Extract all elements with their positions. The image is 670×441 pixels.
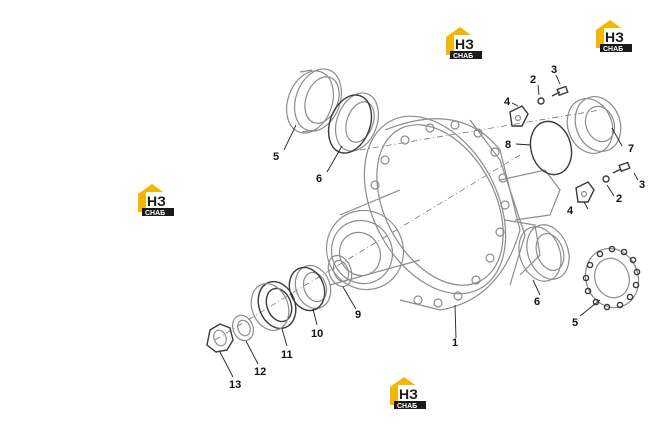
- svg-text:НЗ: НЗ: [455, 36, 474, 52]
- svg-text:СНАБ: СНАБ: [145, 210, 165, 217]
- washer-2-lower: [602, 175, 610, 183]
- svg-text:НЗ: НЗ: [605, 29, 624, 45]
- leader-lines: [219, 74, 639, 378]
- watermark-logo: НЗ СНАБ: [390, 377, 426, 410]
- callout-3: 3: [551, 64, 557, 76]
- bearing-5-upper: [286, 68, 342, 134]
- callout-6: 6: [534, 296, 540, 308]
- svg-text:СНАБ: СНАБ: [397, 403, 417, 410]
- washer-2-upper: [537, 97, 545, 105]
- watermark-logo: НЗ СНАБ: [596, 20, 632, 53]
- watermark-logo: НЗ СНАБ: [446, 27, 482, 60]
- bearing-cup-6-lower: [518, 224, 570, 282]
- callout-10: 10: [311, 328, 323, 340]
- callout-9: 9: [355, 309, 361, 321]
- callout-8: 8: [505, 139, 511, 151]
- o-ring-8: [529, 120, 573, 176]
- callout-12: 12: [254, 366, 266, 378]
- callout-2: 2: [616, 193, 622, 205]
- spacer-ring-9: [327, 254, 353, 288]
- hub-housing: [325, 115, 561, 311]
- callout-11: 11: [281, 349, 293, 361]
- callout-1: 1: [452, 337, 458, 349]
- lock-washer-12: [232, 314, 254, 342]
- bearing-5-lower: [582, 245, 641, 311]
- axis-line-main: [214, 154, 521, 341]
- callout-4: 4: [504, 96, 511, 108]
- bearing-10: [288, 264, 332, 312]
- bolt-3-upper: [551, 85, 569, 97]
- svg-text:НЗ: НЗ: [399, 386, 418, 402]
- seal-11: [250, 280, 297, 331]
- svg-text:НЗ: НЗ: [147, 193, 166, 209]
- bearing-cup-6-upper: [327, 92, 380, 154]
- callout-5: 5: [273, 151, 279, 163]
- callout-6: 6: [316, 173, 322, 185]
- bolt-3-lower: [612, 161, 631, 174]
- svg-text:СНАБ: СНАБ: [453, 53, 473, 60]
- svg-text:СНАБ: СНАБ: [603, 46, 623, 53]
- bracket-4-upper: [509, 105, 529, 127]
- nut-13: [206, 323, 234, 353]
- callout-2: 2: [530, 74, 536, 86]
- watermark-logo: НЗ СНАБ: [138, 184, 174, 217]
- callout-13: 13: [229, 379, 241, 391]
- bearing-7: [566, 96, 622, 154]
- callout-7: 7: [628, 143, 634, 155]
- callout-3: 3: [639, 179, 645, 191]
- bracket-4-lower: [575, 181, 595, 203]
- callout-4: 4: [567, 205, 574, 217]
- callout-5: 5: [572, 317, 578, 329]
